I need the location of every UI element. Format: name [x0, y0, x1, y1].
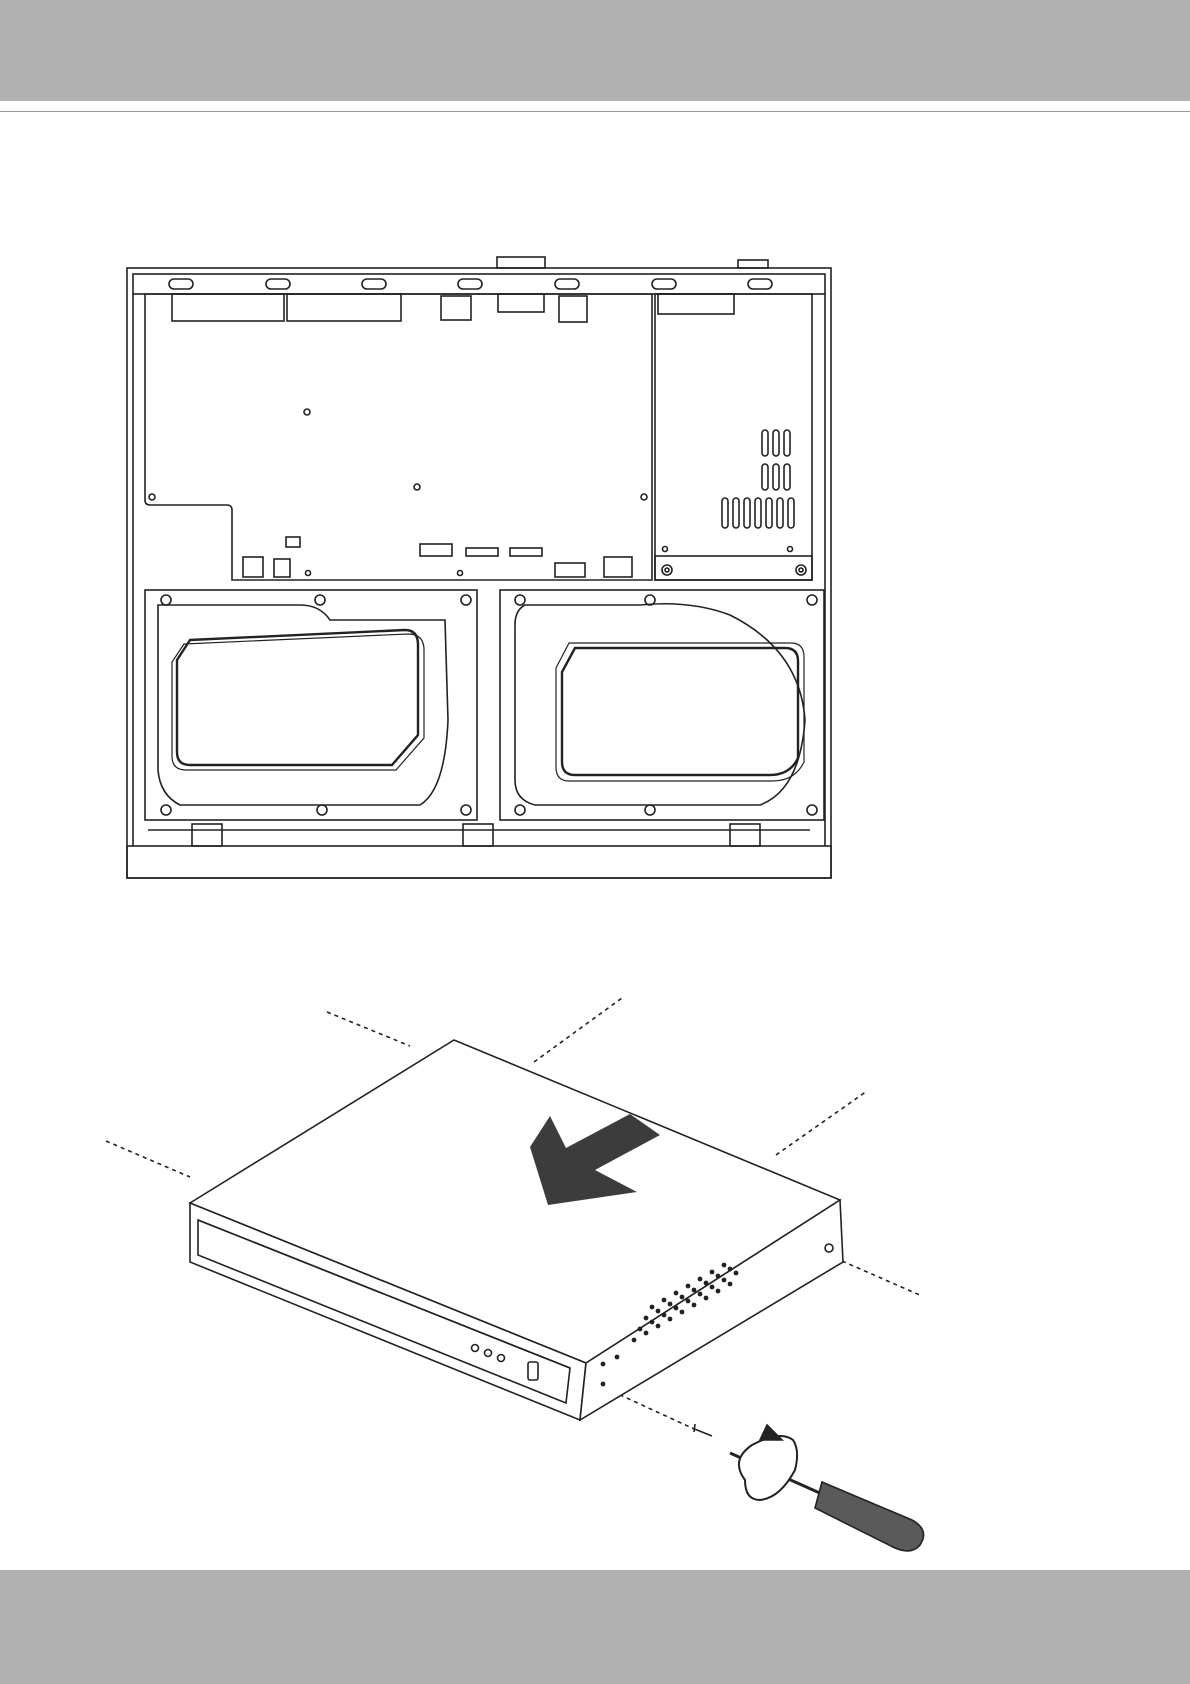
slide-direction-arrow-icon — [530, 1114, 660, 1205]
screw-icon — [692, 1424, 712, 1436]
screwdriver-icon — [730, 1425, 924, 1551]
footer-band — [0, 1570, 1190, 1684]
